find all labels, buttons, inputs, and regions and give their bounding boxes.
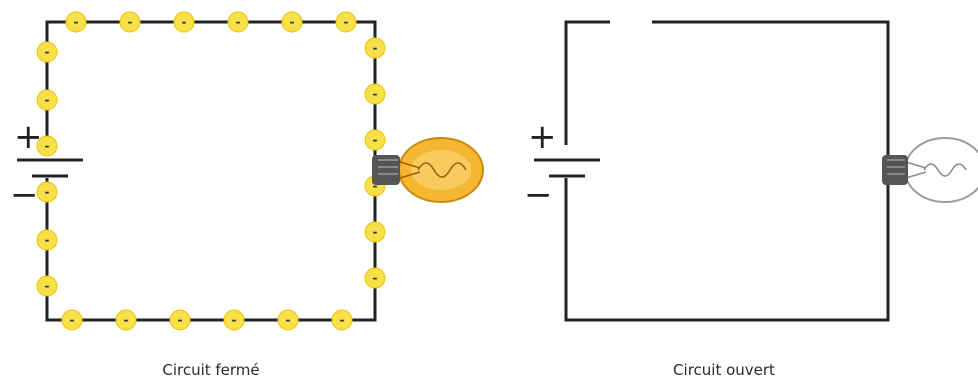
electron (36, 181, 58, 203)
electron (227, 11, 249, 33)
electron (36, 89, 58, 111)
electron-sign: - (128, 15, 133, 29)
open-circuit-wire-left (564, 20, 610, 145)
electron (36, 135, 58, 157)
electron (115, 309, 137, 331)
closed-negative-sign: − (10, 175, 39, 215)
open-circuit-caption: Circuit ouvert (673, 361, 775, 379)
electron (364, 37, 386, 59)
electron-sign: - (290, 15, 295, 29)
open-battery-symbol (534, 158, 600, 178)
closed-battery-symbol (17, 158, 83, 178)
electron-sign: - (373, 87, 378, 101)
electron-sign: - (45, 93, 50, 107)
electron-sign: - (45, 139, 50, 153)
unlit-bulb-icon (882, 137, 978, 203)
electron-sign: - (45, 185, 50, 199)
unlit-bulb-base (882, 155, 908, 185)
electron (277, 309, 299, 331)
electron (364, 129, 386, 151)
electron (61, 309, 83, 331)
electron-sign: - (232, 313, 237, 327)
closed-circuit: + − ------------------------ Circuit fer… (10, 11, 484, 379)
closed-circuit-caption: Circuit fermé (162, 361, 259, 379)
electron (335, 11, 357, 33)
electron (36, 229, 58, 251)
electron-sign: - (373, 179, 378, 193)
electron-sign: - (70, 313, 75, 327)
electron (223, 309, 245, 331)
electron-sign: - (45, 279, 50, 293)
electron-group: - - - - - - - - - - - - - - - - - - - - - - - - (36, 11, 386, 331)
electron-sign: - (344, 15, 349, 29)
electron-sign: - (373, 41, 378, 55)
electron (119, 11, 141, 33)
electron-sign: - (45, 233, 50, 247)
lit-bulb-base (372, 155, 400, 185)
lit-bulb-icon (372, 137, 484, 203)
electron-sign: - (45, 45, 50, 59)
electron (36, 41, 58, 63)
electron-sign: - (373, 225, 378, 239)
electron (281, 11, 303, 33)
open-negative-sign: − (524, 175, 553, 215)
electron (331, 309, 353, 331)
electron-sign: - (74, 15, 79, 29)
electron-sign: - (178, 313, 183, 327)
electron (36, 275, 58, 297)
electron (173, 11, 195, 33)
open-circuit: + − Circuit ouvert (524, 20, 978, 379)
electron-sign: - (124, 313, 129, 327)
electron-sign: - (373, 133, 378, 147)
electron-sign: - (286, 313, 291, 327)
closed-circuit-wire (45, 20, 377, 322)
electron (65, 11, 87, 33)
open-circuit-wire-right (564, 20, 890, 322)
electron-sign: - (340, 313, 345, 327)
electron-sign: - (236, 15, 241, 29)
electron (364, 267, 386, 289)
electron-sign: - (373, 271, 378, 285)
electron (364, 83, 386, 105)
electron (169, 309, 191, 331)
electron-sign: - (182, 15, 187, 29)
electron (364, 221, 386, 243)
open-positive-sign: + (528, 117, 557, 157)
